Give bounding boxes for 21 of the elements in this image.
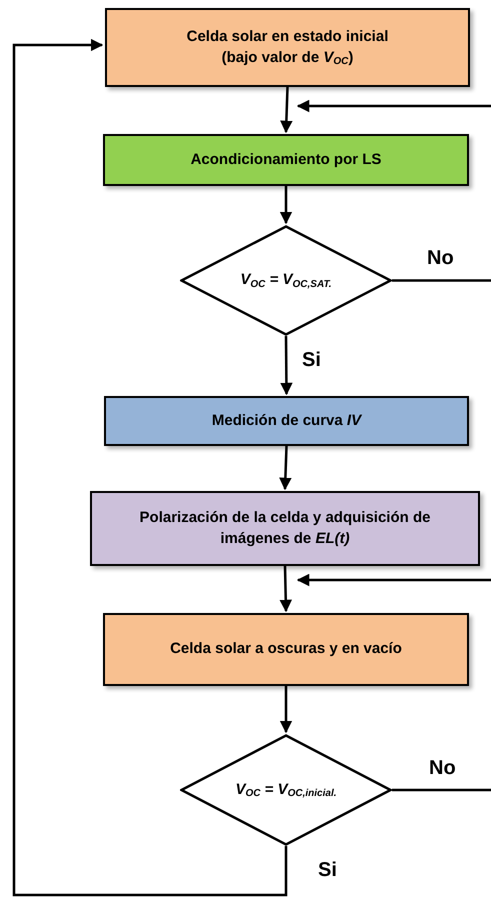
arrow <box>280 686 292 734</box>
arrow <box>279 446 292 490</box>
process-box <box>103 613 469 686</box>
process-box <box>104 396 469 446</box>
condition-text: V$_{OC}$ = V$_{OC,SAT.}$ <box>240 270 332 292</box>
step-text: Celda solar a oscuras y en vacío <box>170 639 402 660</box>
process-box <box>105 8 470 87</box>
step-text: Acondicionamiento por LS <box>190 150 382 170</box>
condition-text: V$_{OC}$ = V$_{OC,inicial.}$ <box>235 780 337 802</box>
step-text: Medición de curva IV <box>212 410 362 431</box>
step-text: Celda solar en estado inicial (bajo valor de V$_{OC}$) <box>186 27 390 68</box>
arrow <box>280 186 292 224</box>
arrow <box>280 566 292 612</box>
process-box <box>90 491 480 566</box>
arrow <box>280 86 293 134</box>
arrow <box>296 574 491 586</box>
step-text: Polarización de la celda y adquisición de imágenes de EL(t) <box>138 508 432 548</box>
arrow <box>296 100 491 112</box>
arrow <box>280 336 293 396</box>
arrow <box>12 38 288 896</box>
process-box <box>103 134 469 186</box>
